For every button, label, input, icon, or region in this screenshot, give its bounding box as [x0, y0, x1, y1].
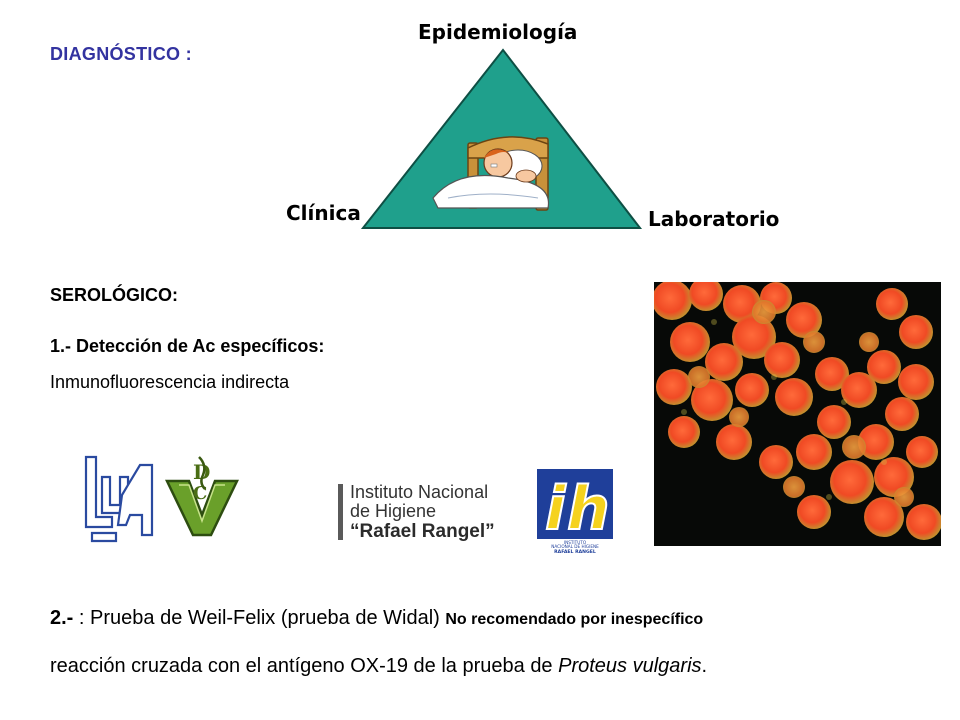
item2-line2: reacción cruzada con el antígeno OX-19 d… [50, 655, 707, 678]
institute-logo-bar [338, 484, 343, 540]
vigilancia-v-logo: D C [165, 456, 239, 537]
item2-line2-text: reacción cruzada con el antígeno OX-19 d… [50, 655, 559, 677]
triangle-label-epidemiologia: Epidemiología [418, 20, 578, 44]
item1-title: 1.- Detección de Ac específicos: [50, 336, 325, 356]
slide-title: DIAGNÓSTICO : [50, 44, 192, 64]
svg-text:i: i [545, 474, 567, 544]
institute-line-3: “Rafael Rangel” [350, 521, 495, 542]
institute-line-2: de Higiene [350, 501, 437, 521]
laboratory-logo [84, 455, 154, 543]
triangle-label-laboratorio: Laboratorio [648, 207, 780, 231]
institute-line-1: Instituto Nacional [350, 482, 489, 502]
item1-method: Inmunofluorescencia indirecta [50, 372, 290, 392]
item2-line2-end: . [701, 655, 708, 677]
sick-child-illustration [432, 136, 550, 211]
item2-line2-species: Proteus vulgaris [558, 655, 702, 677]
triangle-label-clinica: Clínica [286, 201, 361, 225]
serologico-heading: SEROLÓGICO: [50, 285, 179, 305]
item2-text: 2.- : Prueba de Weil-Felix (prueba de Wi… [50, 607, 703, 630]
inh-small-line-3: RAFAEL RANGEL [554, 549, 596, 555]
diagnosis-triangle [360, 48, 643, 229]
inh-small-line-2: NACIONAL DE HIGIENE [551, 544, 599, 549]
inh-small-line-1: INSTITUTO [564, 540, 587, 545]
svg-text:h: h [567, 474, 610, 544]
item2-number: 2.- [50, 607, 79, 629]
item2-description: : Prueba de Weil-Felix (prueba de Widal) [78, 607, 446, 629]
inh-logo: i h INSTITUTO NACIONAL DE HIGIENE RAFAEL… [537, 469, 613, 555]
svg-text:C: C [193, 483, 207, 504]
item2-note: No recomendado por inespecífico [445, 611, 704, 628]
svg-text:D: D [193, 460, 210, 484]
immunofluorescence-micrograph [654, 282, 941, 546]
